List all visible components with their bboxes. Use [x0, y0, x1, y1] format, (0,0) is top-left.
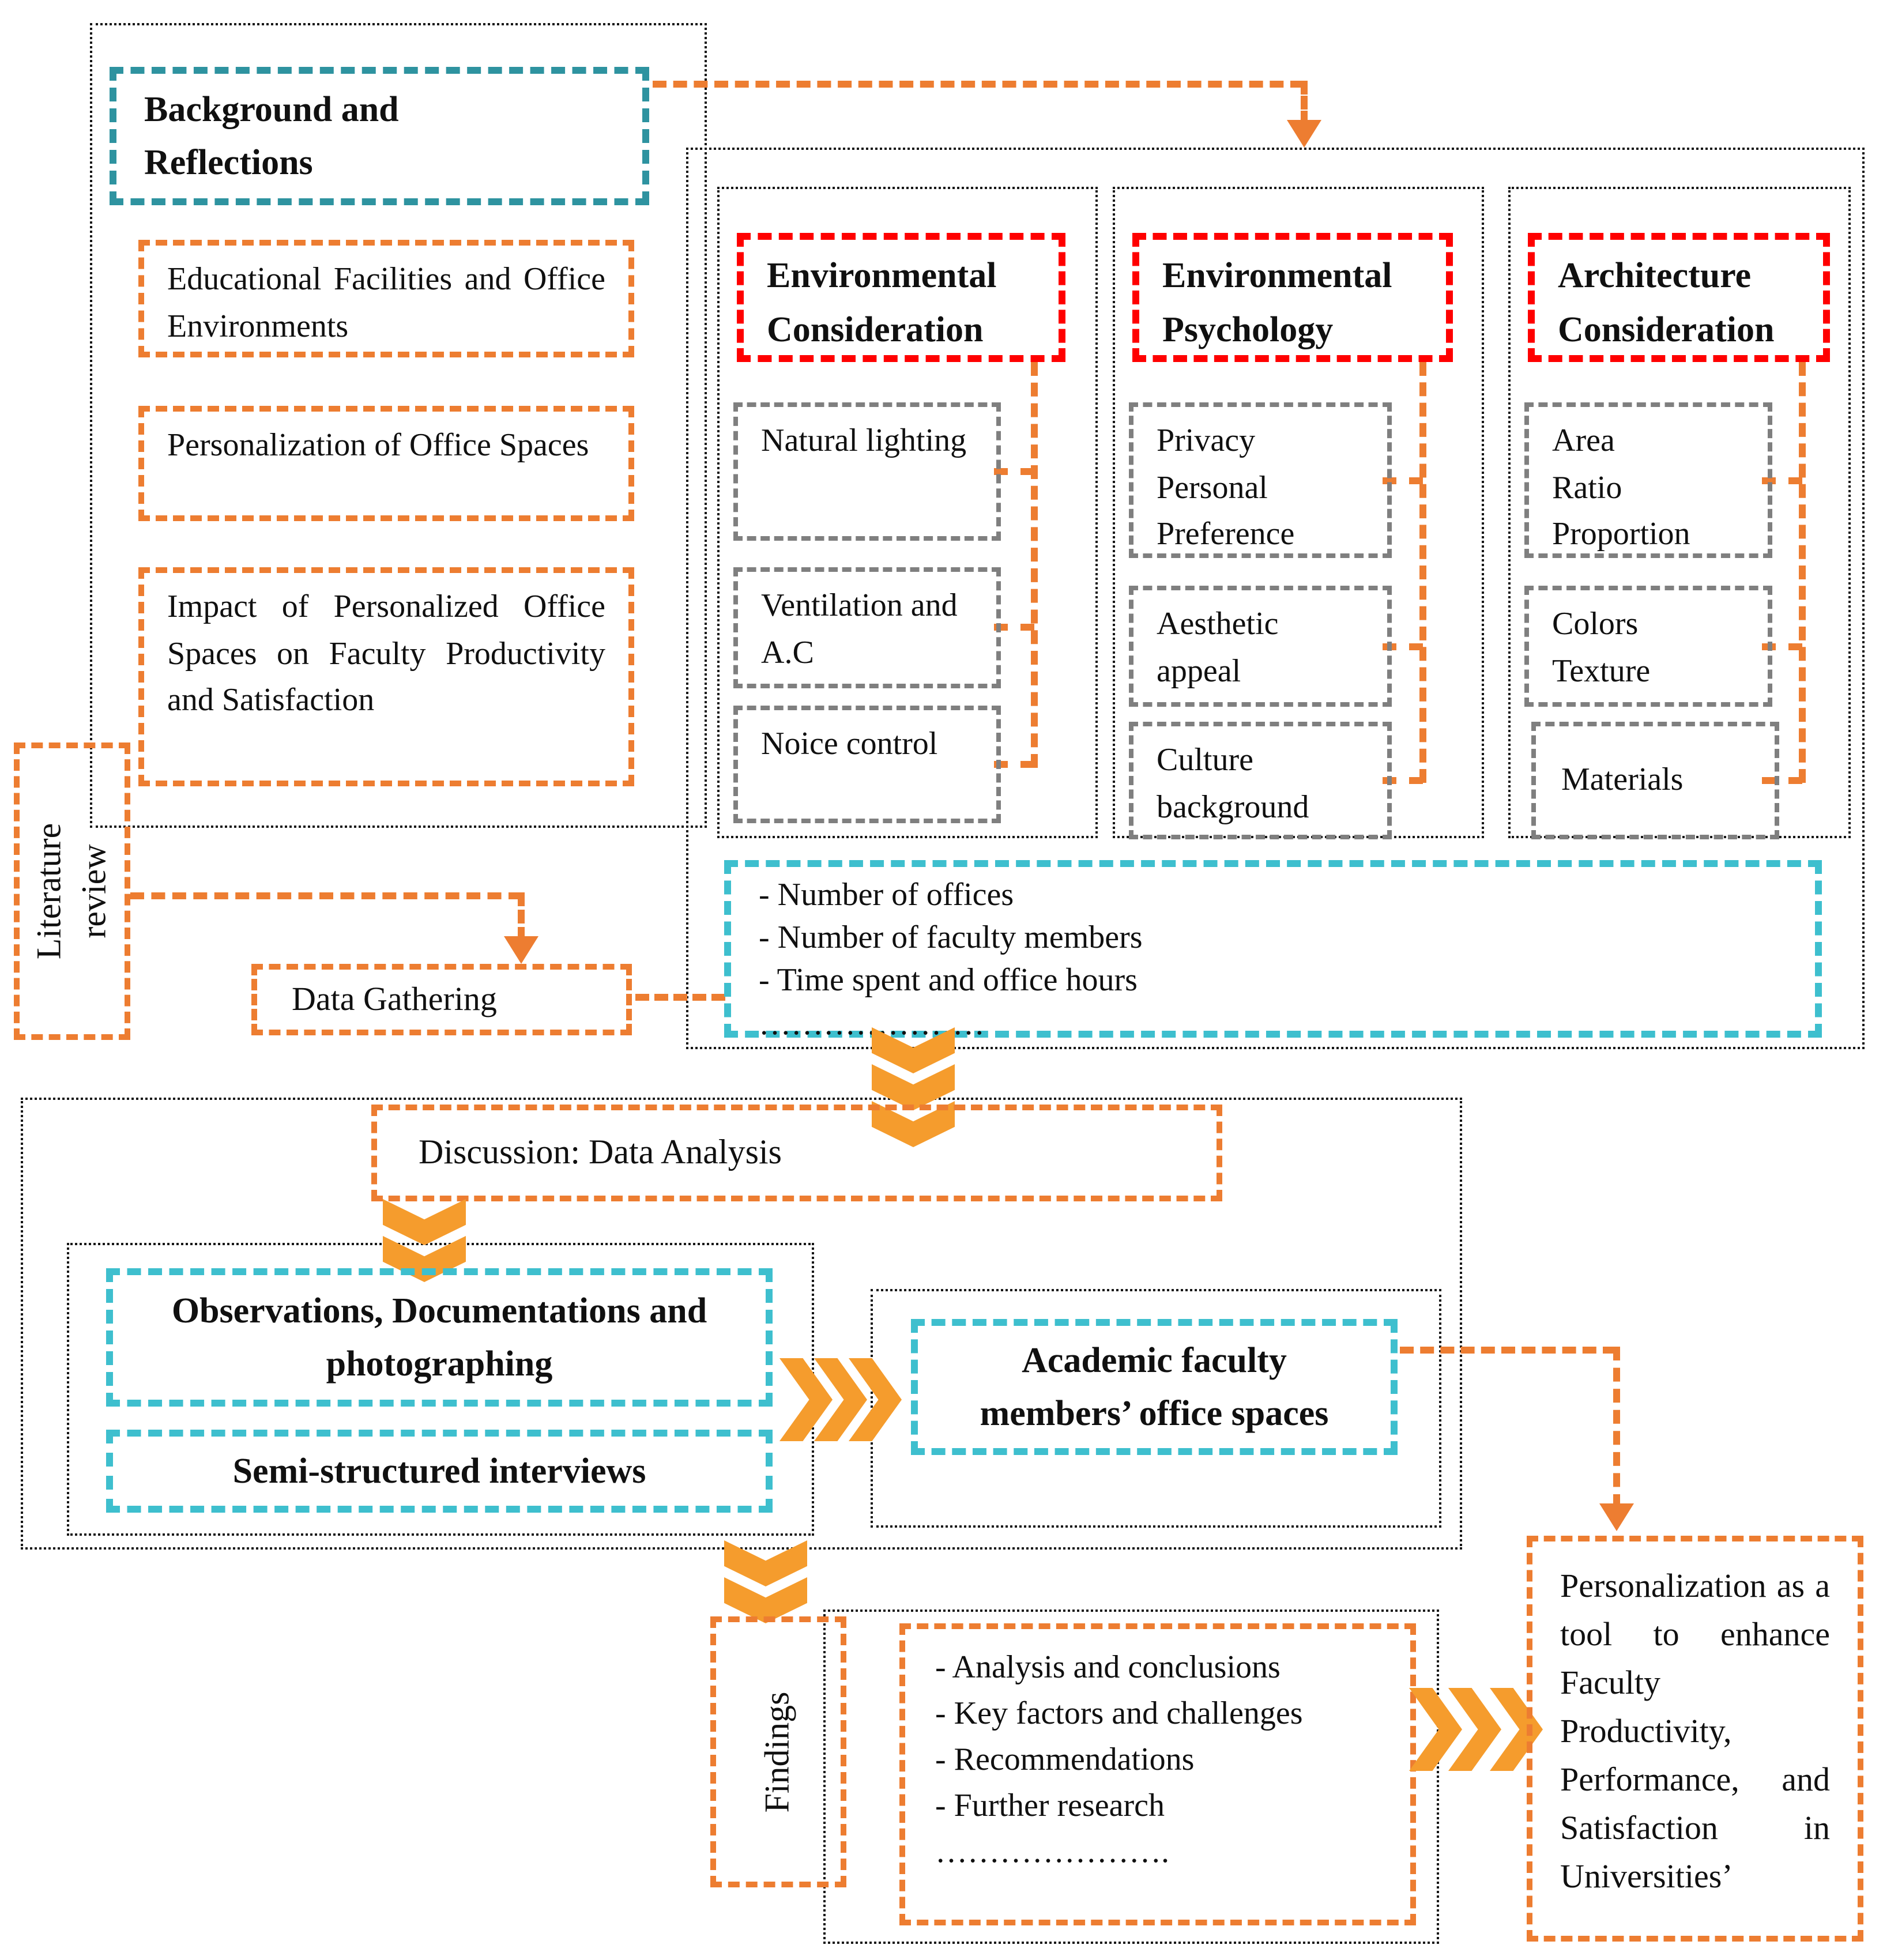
- node-privacy-preference: Privacy Personal Preference: [1129, 402, 1392, 558]
- node-personalization-office-spaces: Personalization of Office Spaces: [138, 406, 634, 521]
- node-educational-facilities: Educational Facilities and Office Enviro…: [138, 240, 634, 357]
- container-literature-topics: [686, 148, 1865, 1049]
- connector-col2-stub3: [1383, 777, 1423, 784]
- gathering-detail-item: …………………: [759, 1006, 985, 1042]
- node-academic-office-spaces: Academic faculty members’ office spaces: [911, 1319, 1398, 1455]
- findings-item: - Analysis and conclusions: [935, 1650, 1281, 1686]
- node-ventilation-ac: Ventilation and A.C: [733, 567, 1001, 688]
- node-impact-personalized-offices: Impact of Personalized Office Spaces on …: [138, 567, 634, 786]
- arrow-down-outcome-icon: [1599, 1503, 1634, 1531]
- column-environmental-psychology: Environmental Psychology Privacy Persona…: [1113, 187, 1484, 839]
- connector-object-outcome-h: [1400, 1347, 1617, 1354]
- node-data-gathering: Data Gathering: [251, 964, 632, 1035]
- node-background-reflections-label: Background and Reflections: [144, 88, 399, 182]
- node-semi-structured-interviews: Semi-structured interviews: [106, 1430, 773, 1513]
- arrow-down-literature-icon: [1287, 120, 1321, 148]
- data-gathering-label: Data Gathering: [292, 981, 497, 1017]
- node-area-ratio-proportion: Area Ratio Proportion: [1524, 402, 1772, 558]
- findings-item: - Recommendations: [935, 1742, 1195, 1778]
- node-culture-background: Culture background: [1129, 722, 1392, 839]
- connector-background-literature-v: [1301, 81, 1308, 125]
- node-gathering-details: - Number of offices - Number of faculty …: [724, 860, 1822, 1042]
- node-architecture-consideration: Architecture Consideration: [1528, 233, 1830, 362]
- node-aesthetic-appeal: Aesthetic appeal: [1129, 586, 1392, 707]
- arrow-down-datagathering-icon: [504, 936, 538, 964]
- column-environmental-consideration: Environmental Consideration Natural ligh…: [717, 187, 1098, 838]
- connector-col3-stub3: [1762, 777, 1802, 784]
- gathering-detail-item: - Time spent and office hours: [759, 963, 1138, 999]
- node-findings: Findings: [710, 1616, 846, 1887]
- node-materials: Materials: [1531, 722, 1779, 839]
- discussion-label: Discussion: Data Analysis: [419, 1133, 782, 1171]
- connector-col2-stub1: [1383, 477, 1423, 484]
- literature-review-label: Literature review: [31, 823, 114, 960]
- container-background-section: [90, 23, 707, 828]
- connector-col2-stub2: [1383, 643, 1423, 650]
- findings-item: - Further research: [935, 1788, 1165, 1825]
- gathering-detail-item: - Number of offices: [759, 877, 1014, 913]
- connector-object-outcome-v: [1613, 1347, 1620, 1508]
- findings-label: Findings: [759, 1691, 797, 1813]
- connector-litreview-datagathering-v: [518, 892, 525, 941]
- gathering-detail-item: - Number of faculty members: [759, 920, 1143, 956]
- connector-col1-spine: [1031, 362, 1038, 768]
- connector-col2-spine: [1419, 362, 1426, 783]
- node-natural-lighting: Natural lighting: [733, 402, 1001, 541]
- node-background-reflections: Background and Reflections: [110, 67, 649, 205]
- connector-col1-stub3: [994, 761, 1034, 768]
- node-discussion-data-analysis: Discussion: Data Analysis: [371, 1105, 1222, 1201]
- node-literature-review: Literature review: [14, 742, 130, 1040]
- connector-datagathering-details: [635, 994, 725, 1001]
- container-discussion-section: [21, 1098, 1462, 1550]
- node-findings-list: - Analysis and conclusions - Key factors…: [899, 1623, 1416, 1925]
- node-environmental-consideration: Environmental Consideration: [737, 233, 1065, 362]
- findings-item: - Key factors and challenges: [935, 1696, 1303, 1732]
- connector-col3-spine: [1799, 362, 1806, 783]
- connector-col1-stub2: [994, 624, 1034, 631]
- connector-col1-stub1: [994, 468, 1034, 475]
- column-architecture-consideration: Architecture Consideration Area Ratio Pr…: [1508, 187, 1851, 839]
- node-noice-control: Noice control: [733, 706, 1001, 823]
- container-study-object: [871, 1289, 1441, 1528]
- node-observations-documentations: Observations, Documentations and photogr…: [106, 1268, 773, 1407]
- node-outcome-personalization: Personalization as a tool to enhance Fac…: [1527, 1536, 1863, 1942]
- node-environmental-psychology: Environmental Psychology: [1132, 233, 1453, 362]
- container-findings: [823, 1610, 1439, 1944]
- connector-litreview-datagathering-h: [130, 892, 522, 899]
- findings-item: ………………….: [935, 1834, 1169, 1871]
- connector-background-literature-h: [653, 81, 1304, 88]
- node-colors-texture: Colors Texture: [1524, 586, 1772, 707]
